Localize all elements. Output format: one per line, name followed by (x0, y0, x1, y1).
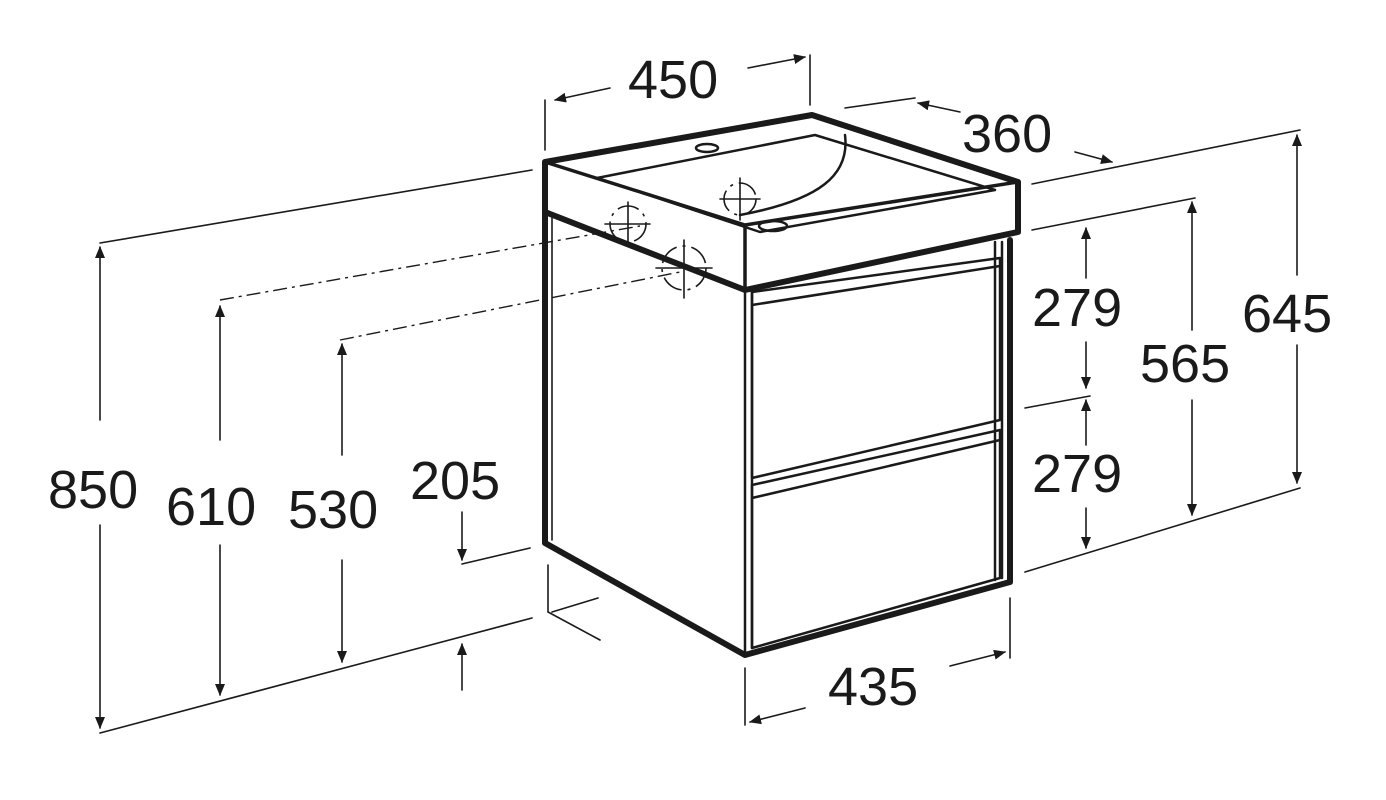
dim-450-left-arrow (554, 87, 611, 103)
vanity-cabinet (542, 112, 1021, 658)
dim-435-left-arrow (749, 707, 806, 725)
basin-bowl-curve (738, 133, 847, 217)
waste-axis-upper (219, 225, 641, 301)
connection-marker-1 (604, 201, 651, 247)
connection-marker-3 (719, 177, 761, 221)
dim-435-right-arrow (949, 649, 1006, 667)
dim-label-279-lower: 279 (1032, 444, 1122, 504)
connection-markers (219, 177, 761, 341)
tap-hole (694, 142, 720, 154)
dim-label-610: 610 (166, 477, 256, 537)
dim-450-right-arrow (747, 54, 806, 69)
dimension-arrows (95, 54, 1302, 729)
dim-label-360: 360 (962, 104, 1052, 164)
extension-lines (99, 54, 1301, 734)
dim-label-565: 565 (1140, 334, 1230, 394)
drawer-upper (750, 256, 1002, 480)
waste-axis-lower (339, 271, 681, 341)
dim-label-279-upper: 279 (1032, 278, 1122, 338)
dim-label-645: 645 (1242, 284, 1332, 344)
connection-marker-2 (655, 239, 713, 299)
basin-front-edge (544, 160, 1019, 290)
dim-label-435: 435 (828, 657, 918, 717)
drawer-lower (750, 428, 1002, 650)
dim-360-upper-arrow (917, 100, 961, 113)
dim-label-530: 530 (288, 480, 378, 540)
dim-label-850: 850 (48, 460, 138, 520)
drain-hole (757, 219, 789, 233)
dim-label-205: 205 (410, 451, 500, 511)
dim-label-450: 450 (628, 50, 718, 110)
floor-outline (547, 564, 601, 641)
dimension-labels: 450 360 645 565 279 279 850 610 530 205 … (48, 50, 1332, 717)
dim-360-lower-arrow (1074, 151, 1113, 164)
basin-bowl (595, 133, 997, 234)
